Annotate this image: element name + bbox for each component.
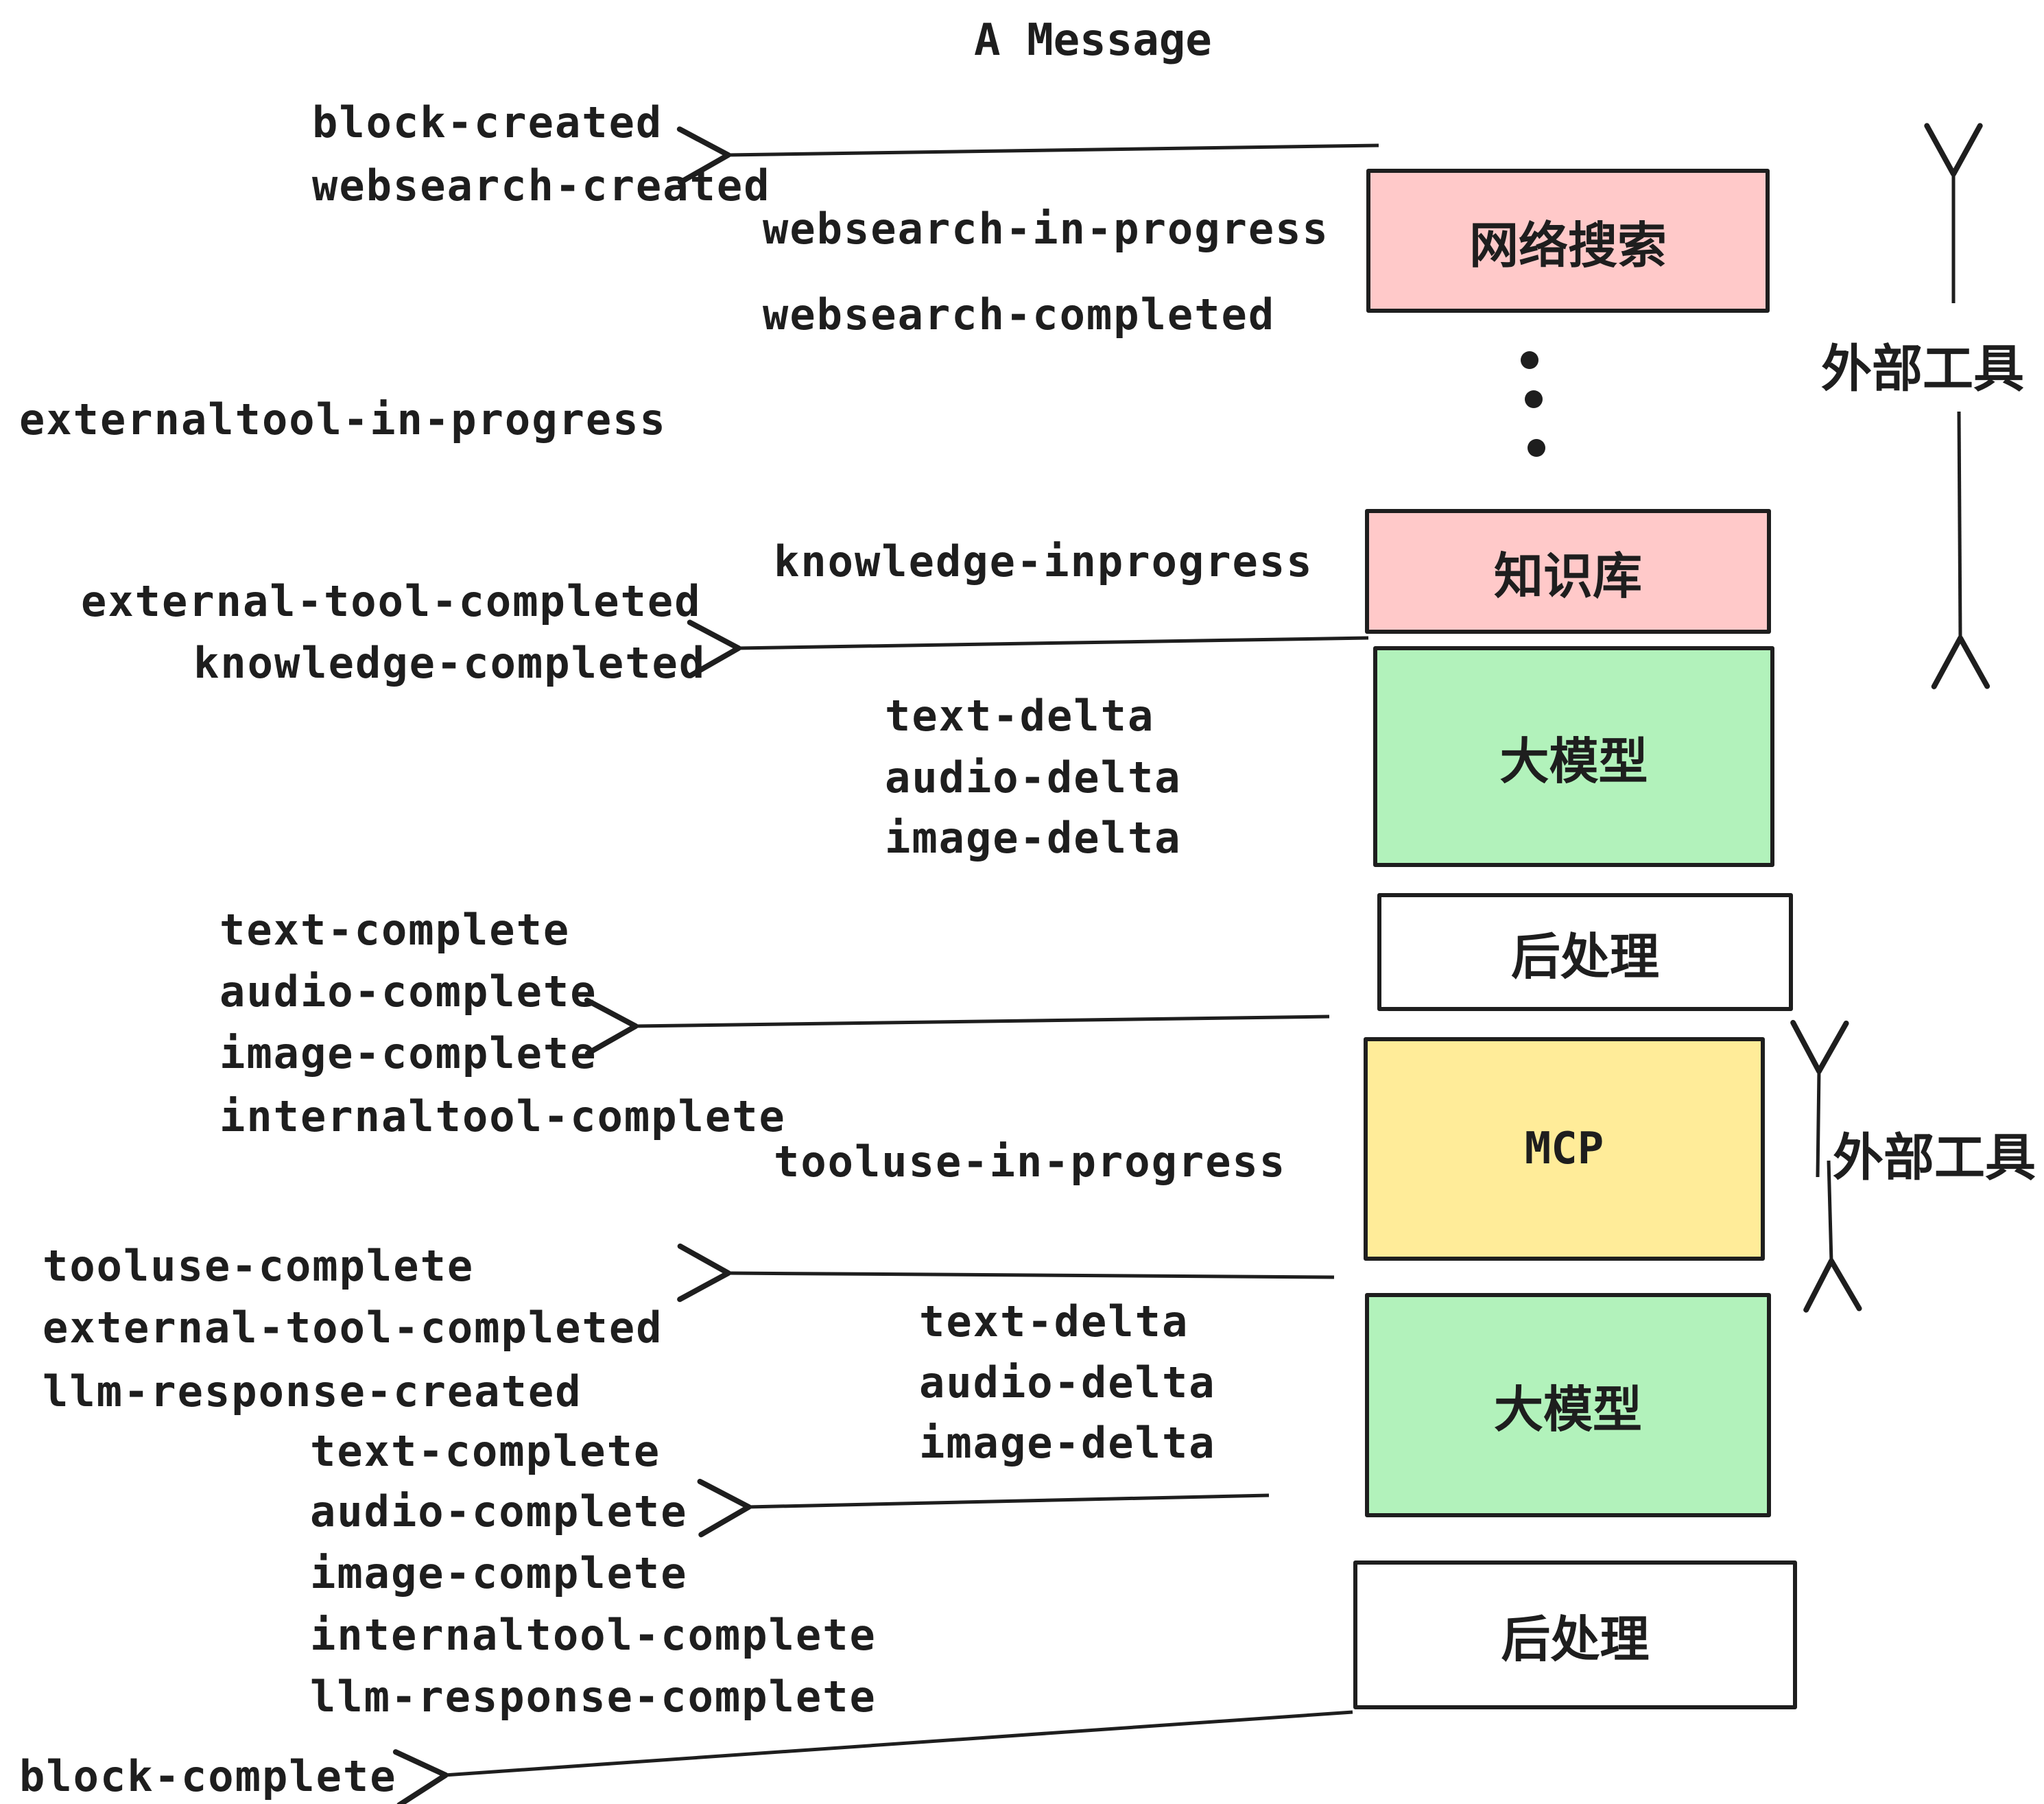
event-knowledge-completed: knowledge-completed <box>193 638 706 688</box>
arrow-image-complete-1 <box>584 997 1330 1056</box>
event-block-created: block-created <box>312 97 663 147</box>
event-audio-complete-1: audio-complete <box>219 966 597 1017</box>
event-tooluse-in-progress: tooluse-in-progress <box>774 1137 1287 1187</box>
event-text-delta-2: text-delta <box>919 1296 1189 1346</box>
arrow-mcp-external-down <box>1803 1160 1862 1313</box>
event-image-complete-1: image-complete <box>219 1028 597 1078</box>
event-websearch-in-progress: websearch-in-progress <box>763 204 1329 254</box>
diagram-title: A Message <box>974 15 1212 66</box>
event-text-delta-1: text-delta <box>885 691 1155 741</box>
side-label-external-tools-top: 外部工具 <box>1821 340 2024 397</box>
event-llm-response-created: llm-response-created <box>43 1366 582 1416</box>
event-internaltool-complete-2: internaltool-complete <box>310 1610 877 1660</box>
box-llm-1: 大模型 <box>1373 646 1774 867</box>
ellipsis-dot <box>1525 390 1543 408</box>
arrow-tooluse-complete <box>677 1243 1335 1303</box>
event-text-complete-1: text-complete <box>219 905 571 955</box>
event-image-complete-2: image-complete <box>310 1548 688 1598</box>
event-external-tool-completed-2: external-tool-completed <box>43 1303 663 1353</box>
box-mcp: MCP <box>1364 1037 1765 1261</box>
event-external-tool-completed-1: external-tool-completed <box>81 576 702 626</box>
event-llm-response-complete: llm-response-complete <box>310 1672 877 1722</box>
arrow-external-tools-down <box>1931 411 1990 689</box>
arrow-mcp-external-up <box>1790 1019 1849 1178</box>
box-websearch: 网络搜索 <box>1366 169 1770 313</box>
arrow-knowledge-completed <box>687 619 1369 678</box>
event-websearch-created: websearch-created <box>312 161 771 211</box>
event-tooluse-complete: tooluse-complete <box>43 1241 475 1291</box>
event-block-complete: block-complete <box>19 1751 397 1801</box>
event-audio-delta-1: audio-delta <box>885 752 1182 803</box>
box-llm-2: 大模型 <box>1365 1293 1771 1517</box>
event-internaltool-complete-1: internaltool-complete <box>219 1091 786 1141</box>
event-text-complete-2: text-complete <box>310 1426 661 1476</box>
event-externaltool-in-progress: externaltool-in-progress <box>19 394 667 444</box>
ellipsis-dot <box>1521 351 1538 369</box>
event-websearch-completed: websearch-completed <box>763 289 1276 340</box>
box-postprocess-2: 后处理 <box>1353 1560 1797 1709</box>
arrow-block-created <box>676 126 1379 185</box>
event-image-delta-2: image-delta <box>919 1418 1216 1468</box>
side-label-external-tools-mcp: 外部工具 <box>1833 1129 2036 1186</box>
box-knowledge-base: 知识库 <box>1365 509 1771 634</box>
box-postprocess-1: 后处理 <box>1377 893 1793 1011</box>
ellipsis-dot <box>1528 439 1545 457</box>
event-audio-complete-2: audio-complete <box>310 1486 688 1536</box>
arrow-audio-complete-2 <box>697 1478 1270 1538</box>
event-image-delta-1: image-delta <box>885 813 1182 863</box>
event-knowledge-inprogress: knowledge-inprogress <box>774 536 1314 586</box>
event-audio-delta-2: audio-delta <box>919 1357 1216 1408</box>
